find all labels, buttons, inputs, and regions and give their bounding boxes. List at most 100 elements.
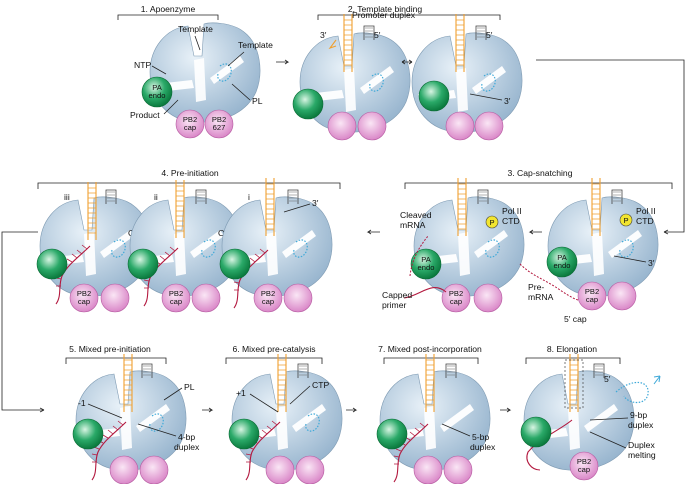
- five-prime-2a: 5′: [374, 30, 381, 40]
- panel7-bracket: [383, 357, 479, 364]
- panel5-bracket: [65, 357, 167, 364]
- endo-4i: [219, 248, 251, 280]
- pb2-4ii: PB2: [169, 289, 183, 298]
- d627-4i: [283, 283, 313, 313]
- minus1-label: -1: [78, 398, 86, 408]
- panel4-bracket: [37, 182, 341, 189]
- arrow-1-2: [276, 59, 290, 65]
- d627-3b: [607, 281, 637, 311]
- promoter-fold: [328, 39, 337, 50]
- primer-label: primer: [382, 300, 406, 310]
- pb2-label: PB2: [183, 115, 197, 124]
- pol2-ctd-phospho-a: [485, 215, 499, 229]
- cap-label-3b: cap: [586, 295, 598, 304]
- connector-2-3: [536, 59, 685, 233]
- template-pointer-top: [194, 35, 201, 51]
- template-pointer-right: [227, 51, 245, 67]
- duplex-label-7: duplex: [470, 442, 496, 452]
- pol2-label-b: Pol II: [636, 206, 656, 216]
- pre-mrna-strand: [519, 263, 579, 301]
- pl-loop-8: [615, 381, 649, 404]
- cap-2b: [445, 111, 475, 141]
- panel1-title: 1. Apoenzyme: [141, 4, 196, 14]
- cap-snatching-polymerase-b: [547, 177, 659, 297]
- pb2-label-2: PB2: [212, 115, 226, 124]
- arrow-6-7: [346, 407, 358, 413]
- d627-2a: [357, 111, 387, 141]
- panel2-title: 2. Template binding: [348, 4, 423, 14]
- pa-3b: PA: [557, 253, 568, 262]
- promoter-duplex-label: Promoter duplex: [352, 10, 416, 20]
- endo-8: [520, 416, 552, 448]
- ntp-pointer: [151, 65, 167, 75]
- melting-label: melting: [628, 450, 656, 460]
- pl-arrow-8: [653, 375, 661, 385]
- pol2-label-a: Pol II: [502, 206, 522, 216]
- pl-pointer: [231, 83, 251, 101]
- cap-2a: [327, 111, 357, 141]
- cap-label-8: cap: [578, 465, 590, 474]
- cleaved-label: Cleaved: [400, 210, 432, 220]
- connector-4-5: [1, 231, 44, 411]
- endo-4iii: [36, 248, 68, 280]
- d627-5: [139, 455, 169, 484]
- d627-label: 627: [213, 123, 226, 132]
- bp9-label: 9-bp: [630, 410, 647, 420]
- five-prime-2b: 5′: [486, 30, 493, 40]
- pl-label-5: PL: [184, 382, 195, 392]
- plus1-label: +1: [236, 388, 246, 398]
- three-prime-2a: 3′: [320, 30, 327, 40]
- cap-label-4ii: cap: [170, 297, 182, 306]
- capped-primer-strand: [403, 287, 447, 299]
- apoenzyme-polymerase: [149, 22, 261, 123]
- duplex-melting-label: Duplex: [628, 440, 655, 450]
- endo-2b: [418, 80, 450, 112]
- cap-label-4i: cap: [262, 297, 274, 306]
- endo-label-3b: endo: [554, 261, 571, 270]
- three-prime-pointer-3b: [613, 255, 647, 263]
- pb2-8: PB2: [577, 457, 591, 466]
- three-prime-3b: 3′: [648, 258, 655, 268]
- ctd-label-a: CTD: [502, 216, 520, 226]
- endo-6: [228, 418, 260, 450]
- d627-7: [443, 455, 473, 484]
- panel8-title: 8. Elongation: [547, 344, 597, 354]
- pb2-4iii: PB2: [77, 289, 91, 298]
- panel3-title: 3. Cap-snatching: [508, 168, 573, 178]
- ctp-pointer: [289, 385, 311, 405]
- cap-7: [413, 455, 443, 484]
- cap-6: [265, 455, 295, 484]
- product-label: Product: [130, 110, 160, 120]
- product-strand-8: [526, 419, 573, 471]
- panel5-title: 5. Mixed pre-initiation: [69, 344, 151, 354]
- endo-4ii: [127, 248, 159, 280]
- connector-2-3-head: [663, 229, 669, 235]
- arrow-3-4: [366, 229, 380, 235]
- five-cap-label: 5′ cap: [564, 314, 587, 324]
- template-label-top: Template: [178, 24, 213, 34]
- pb2-4i: PB2: [261, 289, 275, 298]
- melting-pointer: [589, 431, 627, 449]
- pl-label: PL: [252, 96, 263, 106]
- panel6-bracket: [225, 357, 323, 364]
- endo-7: [376, 418, 408, 450]
- ctp-label: CTP: [312, 380, 329, 390]
- bp9-pointer: [589, 417, 629, 421]
- equilibrium-arrow: [401, 59, 413, 65]
- exit-channel-outline: [564, 359, 584, 409]
- connector-4-5-head: [39, 407, 45, 413]
- arrow-7-8: [500, 407, 512, 413]
- bp4-pointer: [137, 423, 177, 437]
- mrna-label: mRNA: [400, 220, 426, 230]
- minus1-pointer: [87, 403, 123, 419]
- pb2-3a: PB2: [449, 289, 463, 298]
- duplex-label-8: duplex: [628, 420, 654, 430]
- arrow-3b-3a: [528, 229, 542, 235]
- bp5-label: 5-bp: [472, 432, 489, 442]
- endo-2a: [292, 88, 324, 120]
- three-prime-4i: 3′: [312, 198, 319, 208]
- pre-mrna-label: mRNA: [528, 292, 554, 302]
- endo-label: endo: [149, 91, 166, 100]
- duplex-label-5: duplex: [174, 442, 200, 452]
- panel2-bracket: [317, 14, 501, 20]
